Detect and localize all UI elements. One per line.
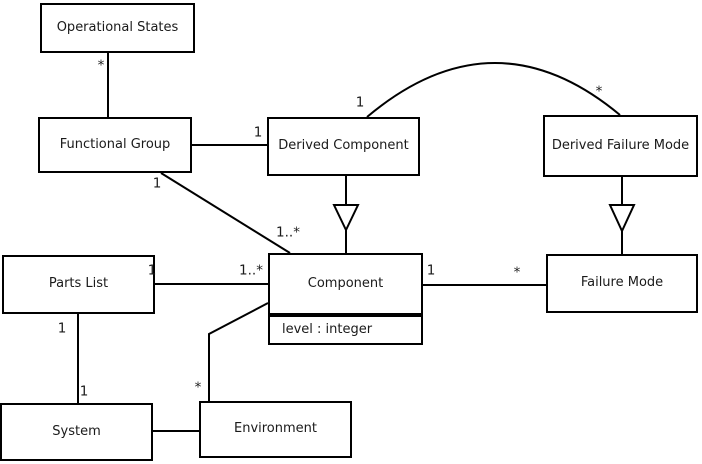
class-box-parts-list: Parts List: [2, 255, 155, 314]
class-name: Environment: [233, 421, 317, 437]
class-box-derived-component: Derived Component: [267, 117, 420, 176]
multiplicity-label: 1..*: [276, 224, 300, 241]
multiplicity-label: 1: [355, 94, 365, 111]
class-box-derived-failure-mode: Derived Failure Mode: [543, 115, 698, 177]
multiplicity-label: 1: [253, 124, 263, 141]
class-name: Operational States: [56, 19, 179, 35]
class-box-operational-states: Operational States: [40, 3, 195, 53]
generalization-triangle-icon: [332, 204, 360, 233]
multiplicity-label: 1..*: [239, 262, 263, 279]
class-name: Derived Failure Mode: [551, 137, 690, 153]
multiplicity-label: *: [194, 379, 202, 396]
generalization-triangle-icon: [608, 204, 636, 234]
class-box-system: System: [0, 403, 153, 461]
class-name: System: [52, 423, 101, 439]
class-name: Parts List: [48, 276, 109, 292]
multiplicity-label: *: [595, 83, 603, 100]
association-arc-derivedcomponent-derivedfailuremode: [366, 62, 621, 118]
multiplicity-label: 1: [147, 262, 157, 279]
class-name: Failure Mode: [580, 275, 664, 291]
class-box-environment: Environment: [199, 401, 352, 458]
class-attribute: level : integer: [270, 315, 421, 343]
multiplicity-label: *: [97, 57, 105, 74]
association-line-funcgroup-component: [160, 172, 291, 254]
class-box-failure-mode: Failure Mode: [546, 254, 698, 313]
multiplicity-label: 1: [152, 175, 162, 192]
class-box-functional-group: Functional Group: [38, 117, 192, 173]
class-name: Functional Group: [59, 136, 171, 152]
multiplicity-label: 1: [426, 262, 436, 279]
association-line-component-environment: [208, 302, 269, 401]
multiplicity-label: 1: [79, 383, 89, 400]
multiplicity-label: *: [513, 264, 521, 281]
multiplicity-label: 1: [57, 320, 67, 337]
class-name: Component: [270, 255, 421, 315]
class-name: Derived Component: [278, 138, 409, 154]
class-box-component: Component level : integer: [268, 253, 423, 345]
